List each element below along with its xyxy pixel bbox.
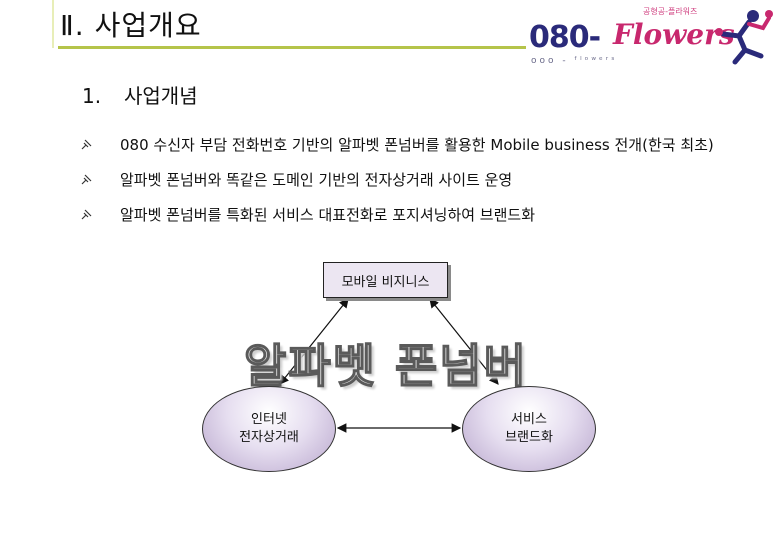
node-label-line2: 브랜드화 bbox=[505, 429, 553, 447]
node-label-line2: 전자상거래 bbox=[239, 429, 299, 447]
node-label-line1: 인터넷 bbox=[251, 411, 287, 429]
node-service-branding: 서비스 브랜드화 bbox=[462, 386, 596, 472]
center-label: 알파벳 폰넘버 bbox=[244, 330, 528, 396]
node-label-line1: 서비스 bbox=[511, 411, 547, 429]
node-internet-commerce: 인터넷 전자상거래 bbox=[202, 386, 336, 472]
node-mobile-business: 모바일 비지니스 bbox=[323, 262, 448, 298]
